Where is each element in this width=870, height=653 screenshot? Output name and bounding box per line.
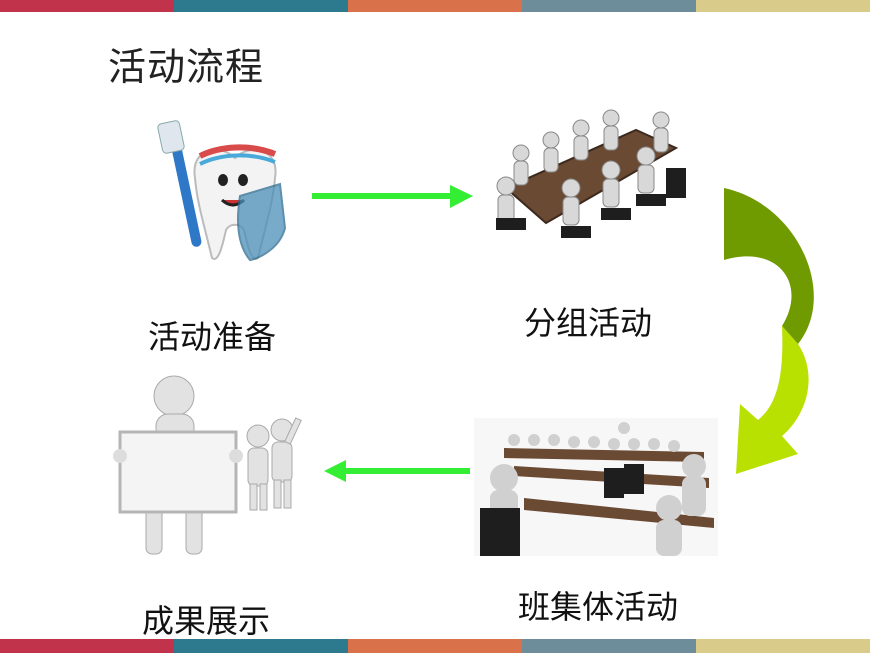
tooth-mascot-icon — [140, 118, 290, 268]
curved-arrow-icon — [718, 184, 828, 484]
stripe-segment — [696, 0, 870, 12]
stripe-segment — [522, 639, 696, 653]
step-label-class-activity: 班集体活动 — [518, 588, 679, 626]
arrow-left-icon — [322, 458, 472, 484]
arrow-right-icon — [310, 184, 475, 210]
stripe-segment — [522, 0, 696, 12]
stripe-segment — [174, 0, 348, 12]
stripe-segment — [696, 639, 870, 653]
stripe-segment — [0, 0, 174, 12]
presentation-board-icon — [106, 374, 316, 568]
classroom-meeting-icon — [474, 418, 718, 556]
step-label-group-activity: 分组活动 — [524, 304, 653, 342]
stripe-segment — [348, 639, 522, 653]
bottom-color-stripe — [0, 639, 870, 653]
stripe-segment — [174, 639, 348, 653]
group-meeting-icon — [476, 108, 706, 270]
step-label-showcase: 成果展示 — [142, 602, 271, 640]
top-color-stripe — [0, 0, 870, 12]
stripe-segment — [0, 639, 174, 653]
slide-title: 活动流程 — [108, 45, 265, 89]
step-label-preparation: 活动准备 — [148, 318, 277, 356]
stripe-segment — [348, 0, 522, 12]
